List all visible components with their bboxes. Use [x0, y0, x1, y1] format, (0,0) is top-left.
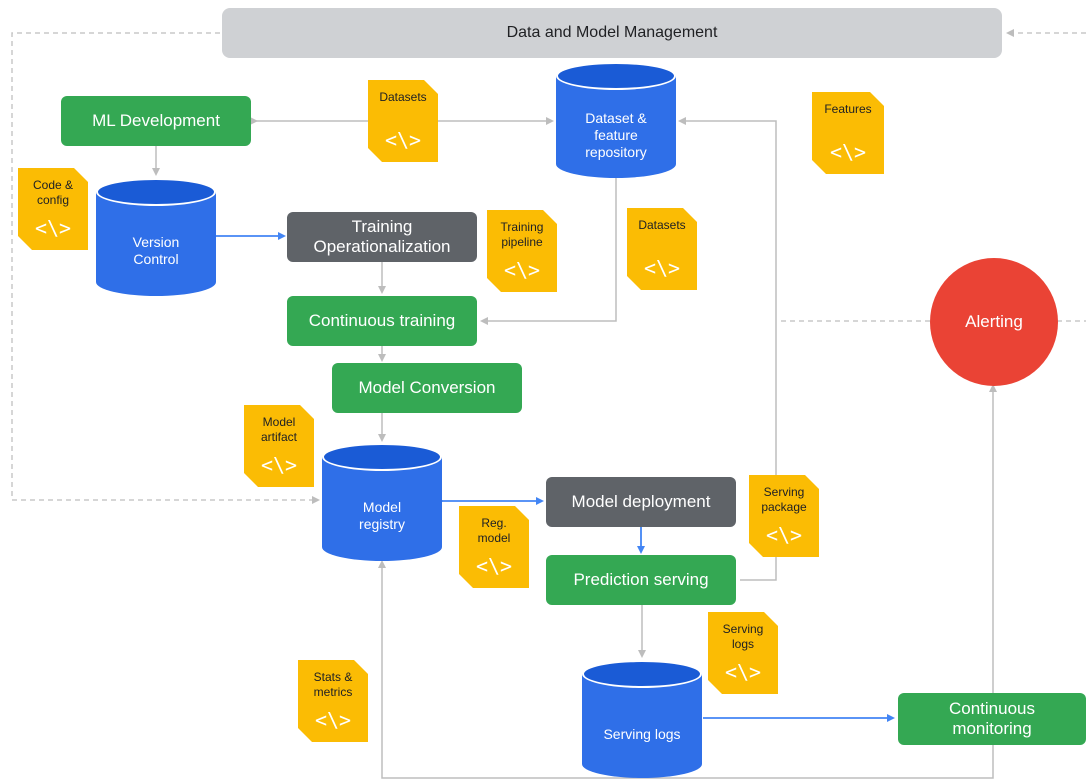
dashed-management-loop	[11, 29, 1086, 504]
training-op-label-1: Training	[351, 217, 413, 236]
serving-logs-store-label: Serving logs	[603, 726, 681, 742]
alerting-node[interactable]: Alerting	[930, 258, 1058, 386]
reg-model-label-2: model	[477, 531, 511, 545]
model-registry-label-2: registry	[359, 516, 405, 532]
model-conversion-box[interactable]: Model Conversion	[332, 363, 522, 413]
continuous-monitoring-label-1: Continuous	[948, 699, 1035, 718]
code-config-label-1: Code &	[32, 178, 74, 192]
model-conversion-label: Model Conversion	[358, 378, 496, 397]
stats-metrics-label-2: metrics	[313, 685, 353, 699]
code-icon: <\>	[503, 258, 541, 282]
prediction-serving-label: Prediction serving	[573, 570, 709, 589]
data-model-management-bar: Data and Model Management	[222, 8, 1002, 58]
dataset-repo-label-1: Dataset &	[585, 110, 647, 126]
serving-package-doc: Serving package <\>	[749, 475, 819, 557]
continuous-monitoring-label-2: monitoring	[952, 719, 1032, 738]
stats-metrics-label-1: Stats &	[313, 670, 353, 684]
continuous-training-box[interactable]: Continuous training	[287, 296, 477, 346]
stats-metrics-doc: Stats & metrics <\>	[298, 660, 368, 742]
datasets-doc-mid-label: Datasets	[638, 218, 686, 232]
model-registry[interactable]: Model registry	[322, 443, 442, 561]
code-icon: <\>	[475, 554, 513, 578]
serving-package-label-1: Serving	[763, 485, 805, 499]
serving-logs-doc: Serving logs <\>	[708, 612, 778, 694]
continuous-monitoring-box[interactable]: Continuous monitoring	[898, 693, 1086, 745]
code-icon: <\>	[765, 523, 803, 547]
connector-monitoring-registry	[378, 560, 994, 779]
model-artifact-label-2: artifact	[260, 430, 297, 444]
connector-serving-dataset	[678, 117, 777, 581]
training-pipeline-label-2: pipeline	[501, 235, 543, 249]
code-icon: <\>	[34, 216, 72, 240]
code-icon: <\>	[829, 140, 867, 164]
code-icon: <\>	[260, 453, 298, 477]
serving-logs-doc-label-2: logs	[731, 637, 754, 651]
code-icon: <\>	[724, 660, 762, 684]
features-doc: Features <\>	[812, 92, 884, 174]
datasets-doc-top: Datasets <\>	[368, 80, 438, 162]
reg-model-label-1: Reg.	[481, 516, 507, 530]
dataset-repo-label-3: repository	[585, 144, 647, 160]
datasets-doc-top-label: Datasets	[379, 90, 427, 104]
alerting-label: Alerting	[965, 312, 1023, 331]
version-control[interactable]: Version Control	[96, 178, 216, 296]
code-config-label-2: config	[36, 193, 70, 207]
dataset-repo-label-2: feature	[594, 127, 638, 143]
version-control-label-2: Control	[133, 251, 179, 267]
version-control-label-1: Version	[132, 234, 180, 250]
connector-dataset-ct	[480, 176, 617, 325]
training-op-label-2: Operationalization	[313, 237, 451, 256]
model-registry-label-1: Model	[362, 499, 402, 515]
data-model-management-label: Data and Model Management	[506, 24, 718, 41]
prediction-serving-box[interactable]: Prediction serving	[546, 555, 736, 605]
ml-development-label: ML Development	[92, 111, 220, 130]
training-operationalization-box[interactable]: Training Operationalization	[287, 212, 477, 262]
model-deployment-label: Model deployment	[571, 492, 711, 511]
serving-package-label-2: package	[761, 500, 807, 514]
model-deployment-box[interactable]: Model deployment	[546, 477, 736, 527]
continuous-training-label: Continuous training	[308, 311, 456, 330]
code-icon: <\>	[384, 128, 422, 152]
code-config-doc: Code & config <\>	[18, 168, 88, 250]
code-icon: <\>	[314, 708, 352, 732]
code-icon: <\>	[643, 256, 681, 280]
dataset-feature-repository[interactable]: Dataset & feature repository	[556, 62, 676, 178]
training-pipeline-label-1: Training	[500, 220, 544, 234]
serving-logs-store[interactable]: Serving logs	[582, 660, 702, 778]
training-pipeline-doc: Training pipeline <\>	[487, 210, 557, 292]
ml-development-box[interactable]: ML Development	[61, 96, 251, 146]
reg-model-doc: Reg. model <\>	[459, 506, 529, 588]
datasets-doc-mid: Datasets <\>	[627, 208, 697, 290]
features-doc-label: Features	[824, 102, 872, 116]
model-artifact-doc: Model artifact <\>	[244, 405, 314, 487]
model-artifact-label-1: Model	[262, 415, 296, 429]
serving-logs-doc-label-1: Serving	[722, 622, 764, 636]
